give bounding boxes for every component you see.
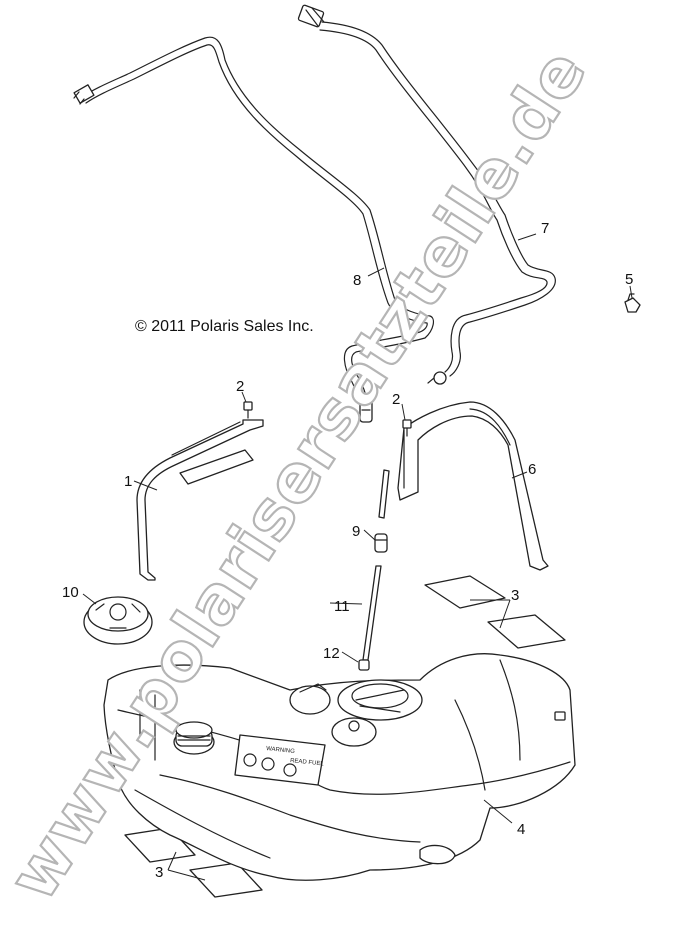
pad-3-right-b — [487, 614, 566, 649]
screw-5 — [624, 293, 641, 313]
tank-label-line1: WARNING — [266, 746, 296, 755]
callout-10: 10 — [62, 584, 79, 601]
callout-3-right: 3 — [511, 587, 519, 604]
vent-hose-7 — [297, 4, 556, 385]
callout-12: 12 — [323, 645, 340, 662]
callout-labels: 1 2 2 3 3 4 5 6 7 8 9 10 11 12 — [62, 220, 633, 881]
fuel-cap-10 — [83, 596, 153, 645]
pad-3-right-a — [424, 575, 506, 609]
callout-3-bottom: 3 — [155, 864, 163, 881]
strap-1 — [136, 419, 264, 581]
callout-7: 7 — [541, 220, 549, 237]
tank-label-line2: READ FUEL — [290, 758, 325, 768]
vent-hose-8 — [73, 36, 435, 423]
valve-9 — [374, 533, 388, 553]
strap-6 — [397, 401, 549, 571]
pad-3-bottom-b — [189, 862, 263, 898]
callout-2-right: 2 — [392, 391, 400, 408]
callout-6: 6 — [528, 461, 536, 478]
vent-tube-upper — [378, 469, 390, 519]
callout-2-left: 2 — [236, 378, 244, 395]
copyright-notice: © 2011 Polaris Sales Inc. — [135, 318, 314, 335]
tube-11 — [362, 565, 382, 661]
pad-near-strap-1 — [179, 449, 254, 485]
leader-lines — [82, 233, 633, 881]
bolt-2-right — [402, 419, 412, 437]
callout-5: 5 — [625, 271, 633, 288]
callout-11: 11 — [334, 598, 350, 615]
fitting-12 — [358, 659, 370, 671]
bolt-2-left — [243, 401, 253, 419]
callout-4: 4 — [517, 821, 525, 838]
callout-9: 9 — [352, 523, 360, 540]
callout-8: 8 — [353, 272, 361, 289]
callout-1: 1 — [124, 473, 132, 490]
fuel-tank-4: WARNING READ FUEL — [103, 653, 576, 881]
